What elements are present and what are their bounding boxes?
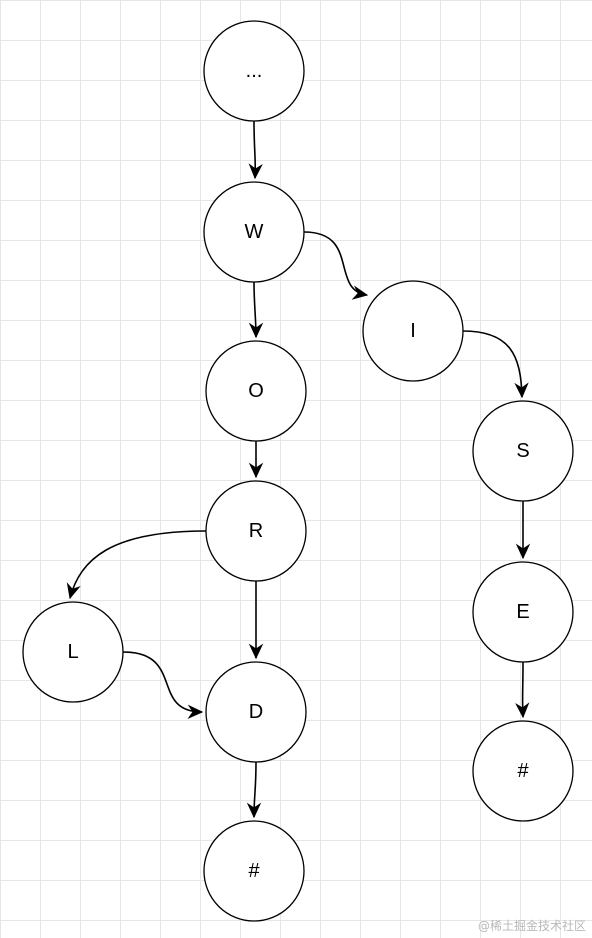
- node-d: D: [205, 661, 307, 763]
- node-r: R: [205, 480, 307, 582]
- node-circle: [472, 720, 574, 822]
- arrowhead-e-end2: [515, 702, 530, 719]
- node-circle: [203, 20, 305, 122]
- node-label: W: [245, 221, 264, 243]
- node-circle: [205, 340, 307, 442]
- edge-i-s: [462, 330, 523, 398]
- node-label: D: [249, 701, 263, 723]
- arrowhead-d-end1: [246, 802, 262, 819]
- node-label: O: [248, 380, 264, 402]
- arrowhead-r-l: [66, 582, 81, 600]
- node-circle: [205, 480, 307, 582]
- arrowhead-o-r: [248, 462, 264, 479]
- node-label: E: [516, 601, 529, 623]
- arrowhead-root-w: [248, 163, 263, 180]
- node-w: W: [203, 181, 305, 283]
- edge-l-d: [122, 651, 203, 713]
- node-circle: [205, 661, 307, 763]
- nodes: ... W O R L D # I S E #: [22, 20, 574, 922]
- arrowhead-i-s: [514, 382, 529, 399]
- node-label: #: [248, 860, 260, 882]
- node-label: R: [249, 520, 263, 542]
- node-circle: [362, 280, 464, 382]
- node-circle: [472, 400, 574, 502]
- node-label: ...: [246, 60, 263, 82]
- node-label: I: [410, 320, 416, 342]
- node-l: L: [22, 601, 124, 703]
- node-s: S: [472, 400, 574, 502]
- node-end1: #: [203, 820, 305, 922]
- node-label: #: [517, 760, 529, 782]
- arrowhead-w-o: [248, 322, 264, 339]
- edges: [66, 120, 531, 819]
- node-circle: [22, 601, 124, 703]
- arrowhead-r-d: [248, 643, 264, 660]
- node-circle: [203, 820, 305, 922]
- node-label: S: [516, 440, 529, 462]
- node-end2: #: [472, 720, 574, 822]
- node-label: L: [67, 641, 78, 663]
- node-o: O: [205, 340, 307, 442]
- edge-r-l: [69, 530, 207, 599]
- arrowhead-w-i: [351, 285, 369, 300]
- node-circle: [472, 561, 574, 663]
- node-i: I: [362, 280, 464, 382]
- edge-w-i: [303, 231, 368, 296]
- node-circle: [203, 181, 305, 283]
- arrowhead-s-e: [515, 543, 531, 560]
- arrowhead-l-d: [187, 704, 204, 719]
- node-root: ...: [203, 20, 305, 122]
- node-e: E: [472, 561, 574, 663]
- watermark: @稀土掘金技术社区: [477, 919, 586, 933]
